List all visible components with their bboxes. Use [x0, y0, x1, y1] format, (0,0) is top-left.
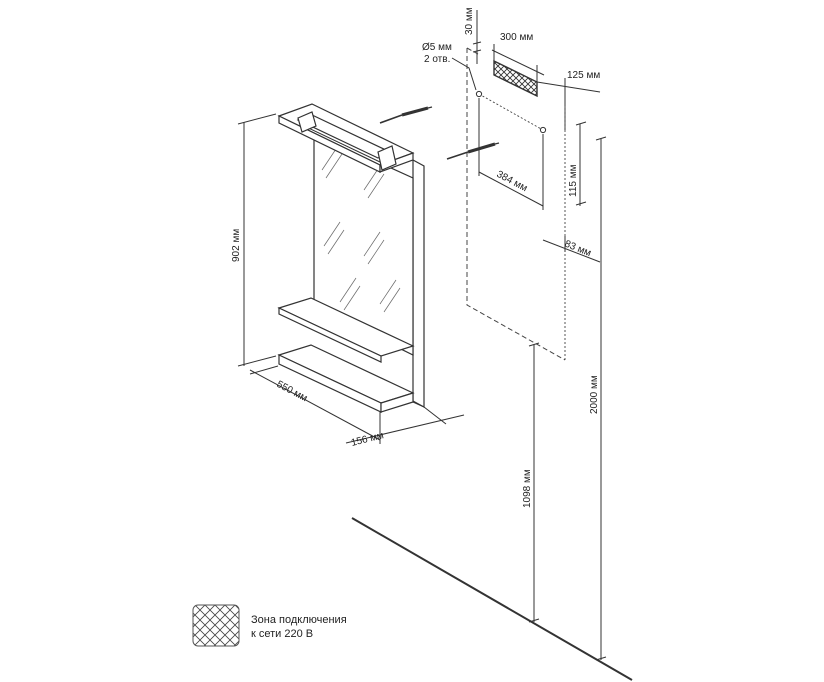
floor-line	[351, 517, 633, 681]
label-floor-to-bottom: 1098 мм	[522, 469, 533, 508]
label-top-offset: 30 мм	[464, 7, 475, 35]
legend: Зона подключения к сети 220 В	[192, 604, 347, 647]
label-side-offset: 125 мм	[567, 70, 600, 81]
cabinet-side-panel	[412, 158, 425, 409]
legend-line-1: Зона подключения	[251, 614, 347, 626]
screw-lower	[446, 142, 500, 160]
dimension-lines	[237, 10, 607, 661]
mounting-hole-left	[475, 90, 483, 98]
label-hole-spacing: 384 мм	[495, 169, 530, 194]
screw-upper	[379, 106, 433, 124]
mirror-cabinet	[277, 103, 425, 413]
connection-zone-hatch	[493, 59, 538, 98]
label-depth: 156 мм	[350, 430, 385, 449]
lamp-fixture	[296, 111, 397, 171]
label-height: 902 мм	[231, 229, 242, 262]
wall-mounting-outline	[466, 47, 566, 361]
label-hole-drop: 115 мм	[568, 164, 579, 197]
label-hole-side: 83 мм	[563, 239, 593, 260]
label-floor-to-top: 2000 мм	[589, 375, 600, 414]
legend-hatch-swatch	[192, 604, 240, 647]
label-hole-count: 2 отв.	[424, 54, 450, 65]
label-hole-diameter: Ø5 мм	[422, 42, 452, 53]
mounting-hole-right	[539, 126, 547, 134]
label-width: 550 мм	[275, 379, 310, 404]
legend-line-2: к сети 220 В	[251, 628, 313, 640]
label-zone-width: 300 мм	[500, 32, 533, 43]
